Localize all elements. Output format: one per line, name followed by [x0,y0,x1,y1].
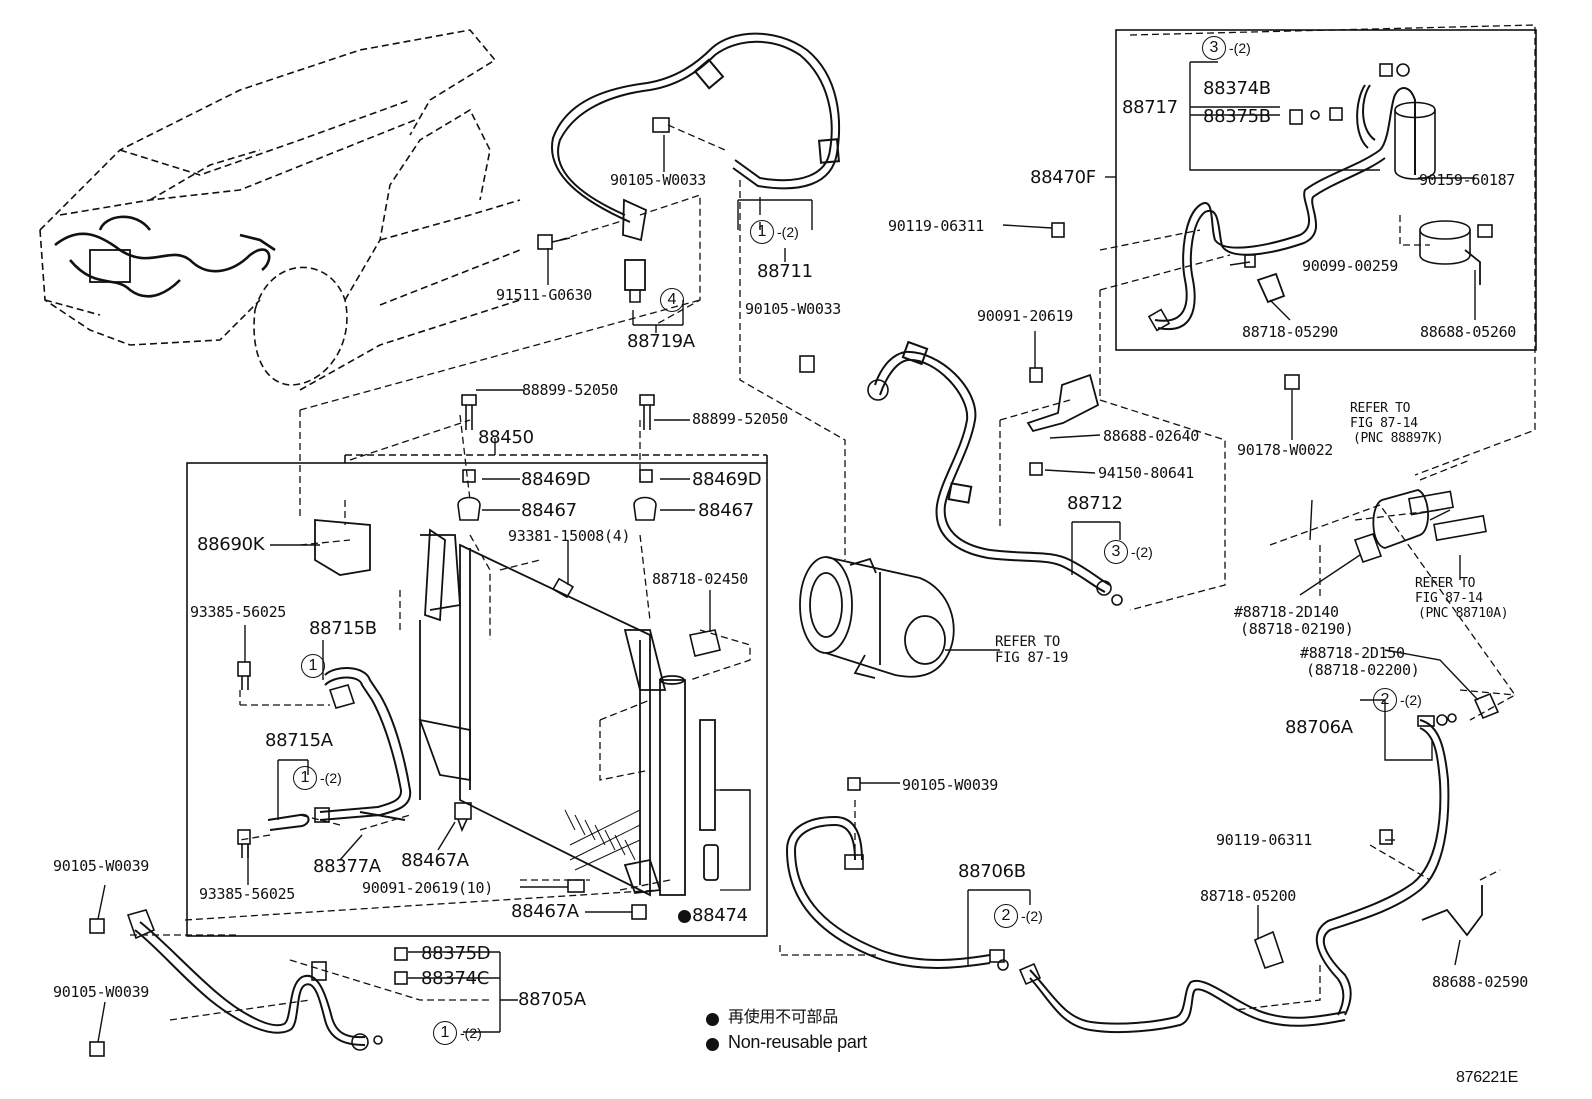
label-88374b: 88374B [1203,78,1271,99]
label-refer-87-14-a-line3: (PNC 88897K) [1353,431,1444,446]
condenser-core-hatch [564,809,641,871]
compressor [799,556,955,679]
label-88712: 88712 [1067,493,1123,514]
label-88718-02450: 88718-02450 [652,570,749,588]
legend-jp-text: 再使用不可部品 [728,1007,838,1026]
label-88377a: 88377A [313,856,381,877]
label-90159-60187: 90159-60187 [1419,171,1516,189]
pipe-88705a [134,921,366,1046]
label-88718-02200: (88718-02200) [1306,661,1420,679]
label-88899-52050-left: 88899-52050 [522,381,619,399]
callout-2-88706a: 2 [1373,688,1397,712]
callout-2-88706b: 2 [994,904,1018,928]
label-90105-w0039-left-bottom: 90105-W0039 [53,983,150,1001]
label-88715b: 88715B [309,618,377,639]
legend-en-text: Non-reusable part [728,1032,867,1052]
hose-88711 [550,32,841,223]
receiver-frame [1115,29,1537,351]
callout-4-88719a: 4 [660,288,684,312]
label-88719a: 88719A [627,331,695,352]
label-93385-56025-bottom: 93385-56025 [199,885,296,903]
label-88470f: 88470F [1030,167,1096,188]
engine-wiring [54,215,276,298]
label-90105-w0033-top: 90105-W0033 [610,171,707,189]
callout-qty-88717: -(2) [1229,40,1251,56]
callout-qty-88715a: -(2) [320,770,342,786]
callout-qty-88712: -(2) [1131,544,1153,560]
label-90119-06311-top: 90119-06311 [888,217,985,235]
label-88374c: 88374C [421,968,490,989]
label-88718-05200: 88718-05200 [1200,887,1297,905]
label-88375d: 88375D [421,943,491,964]
label-88467a-bottom: 88467A [511,901,579,922]
callout-1-88705a: 1 [433,1021,457,1045]
callout-qty-88706a: -(2) [1400,692,1422,708]
label-88375b: 88375B [1203,106,1271,127]
pipe-88706a [1315,719,1450,1016]
label-refer-87-14-b-line3: (PNC 88710A) [1418,606,1509,621]
label-88467-right: 88467 [698,500,754,521]
label-refer-87-14-a-line1: REFER TO [1350,401,1411,416]
label-refer-87-14-a-line2: FIG 87-14 [1350,416,1418,431]
label-90119-06311-bottom: 90119-06311 [1216,831,1313,849]
label-93385-56025-top: 93385-56025 [190,603,287,621]
callout-1-88711: 1 [750,220,774,244]
label-88467-left: 88467 [521,500,577,521]
label-93381-15008: 93381-15008(4) [508,527,631,545]
label-90178-w0022: 90178-W0022 [1237,441,1334,459]
vehicle-illustration [39,29,521,391]
label-88688-05260: 88688-05260 [1420,323,1517,341]
legend-dot-jp [706,1013,719,1026]
hose-88712 [874,340,1111,593]
label-refer-87-19-line2: FIG 87-19 [995,650,1069,666]
label-90105-w0039-mid: 90105-W0039 [902,776,999,794]
label-88706b: 88706B [958,861,1026,882]
label-88718-05290: 88718-05290 [1242,323,1339,341]
label-90091-20619-10: 90091-20619(10) [362,879,493,897]
non-reusable-marker-88474 [678,910,691,923]
label-88718-2d150: #88718-2D150 [1300,644,1405,662]
label-90105-w0033-mid: 90105-W0033 [745,300,842,318]
callout-1-88715a: 1 [293,766,317,790]
label-88469d-left: 88469D [521,469,591,490]
callout-3-88717: 3 [1202,36,1226,60]
label-90099-00259: 90099-00259 [1302,257,1399,275]
label-88705a: 88705A [518,989,586,1010]
label-88688-02590: 88688-02590 [1432,973,1529,991]
label-88718-02190: (88718-02190) [1240,620,1354,638]
label-88467a-left: 88467A [401,850,469,871]
label-88474: 88474 [692,905,748,926]
label-88717: 88717 [1122,97,1178,118]
label-88688-02640: 88688-02640 [1103,427,1200,445]
callout-qty-88711: -(2) [777,224,799,240]
label-refer-87-14-b-line2: FIG 87-14 [1415,591,1483,606]
pipe-88715 [267,667,412,831]
condenser [418,528,686,897]
label-88718-2d140: #88718-2D140 [1234,603,1339,621]
label-94150-80641: 94150-80641 [1098,464,1195,482]
label-90105-w0039-left-top: 90105-W0039 [53,857,150,875]
label-88690k: 88690K [197,534,265,555]
diagram-id: 876221E [1456,1069,1518,1086]
callout-qty-88705a: -(2) [460,1025,482,1041]
label-88450: 88450 [478,427,534,448]
callout-qty-88706b: -(2) [1021,908,1043,924]
label-90091-20619: 90091-20619 [977,307,1074,325]
leader-lines [97,61,1479,1043]
callout-1-88715b: 1 [301,654,325,678]
label-refer-87-14-b-line1: REFER TO [1415,576,1476,591]
receiver-hose [1154,84,1416,331]
condenser-frame [186,462,768,937]
callout-3-88712: 3 [1104,540,1128,564]
label-88469d-right: 88469D [692,469,762,490]
label-91511-g0630: 91511-G0630 [496,286,593,304]
legend-dot-en [706,1038,719,1051]
pipe-88706b [785,815,1346,1034]
label-88715a: 88715A [265,730,333,751]
label-88706a: 88706A [1285,717,1353,738]
label-88711: 88711 [757,261,813,282]
label-88899-52050-right: 88899-52050 [692,410,789,428]
label-refer-87-19-line1: REFER TO [995,634,1061,650]
